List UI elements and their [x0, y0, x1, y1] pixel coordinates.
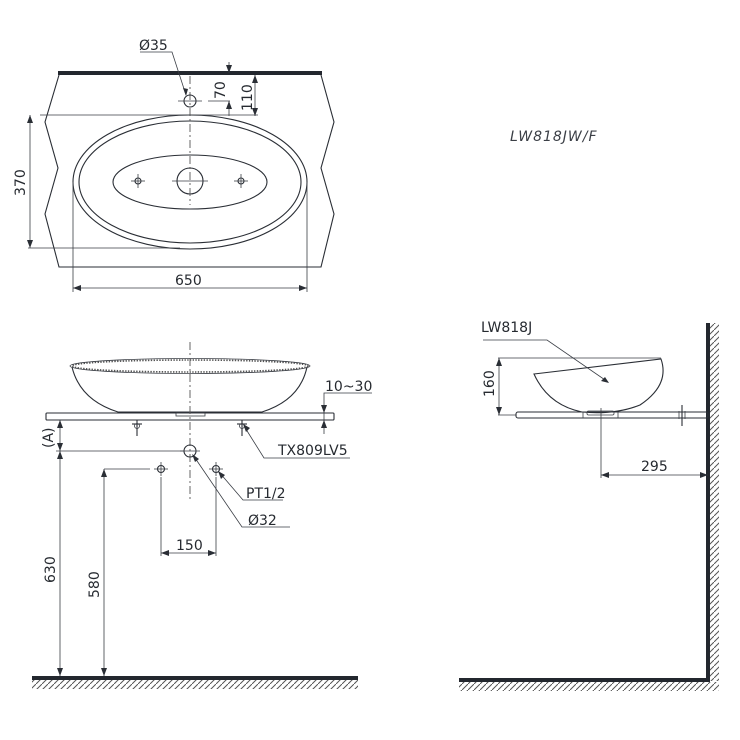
- mount-point-right: [234, 174, 248, 188]
- model-code: LW818JW/F: [510, 129, 598, 145]
- mount-point-left: [131, 174, 145, 188]
- counter-height-ref-label: (A): [41, 427, 57, 448]
- drain-diameter-label: Ø32: [248, 513, 277, 529]
- dim-drain-height: 630: [43, 556, 59, 583]
- supply-point-right: [209, 462, 223, 476]
- counter-thickness-label: 10~30: [325, 379, 372, 395]
- wall-hatch-side: [710, 323, 719, 681]
- basin-inner-rim: [78, 120, 302, 244]
- basin-bowl: [112, 154, 268, 210]
- side-view: 160 LW818J 295: [459, 320, 719, 691]
- floor-hatch-side: [459, 682, 719, 691]
- dim-hole-to-wall: 70: [213, 81, 229, 99]
- supply-thread-label: PT1/2: [246, 486, 286, 502]
- floor-hatch-front: [32, 680, 358, 689]
- dim-depth: 370: [13, 169, 29, 196]
- basin-side-profile: [533, 358, 664, 414]
- front-view: 10~30 TX809LV5 (A) Ø32 PT1/2: [32, 342, 372, 689]
- bracket-left: [132, 420, 142, 436]
- faucet-hole-diameter-label: Ø35: [139, 38, 168, 54]
- faucet-hole-leader: [140, 51, 187, 96]
- dim-basin-edge-to-wall: 110: [240, 84, 256, 111]
- bracket-part-label: TX809LV5: [277, 443, 348, 459]
- countertop-outline: [44, 74, 335, 268]
- supply-point-left: [154, 462, 168, 476]
- dim-supply-spacing: 150: [176, 538, 203, 554]
- dim-drain-from-wall: 295: [641, 459, 668, 475]
- basin-model-label: LW818J: [481, 320, 532, 336]
- dim-width: 650: [175, 273, 202, 289]
- dim-supply-height: 580: [87, 571, 103, 598]
- top-view: Ø35 70 110 370 650: [13, 38, 335, 292]
- dim-basin-height: 160: [482, 370, 498, 397]
